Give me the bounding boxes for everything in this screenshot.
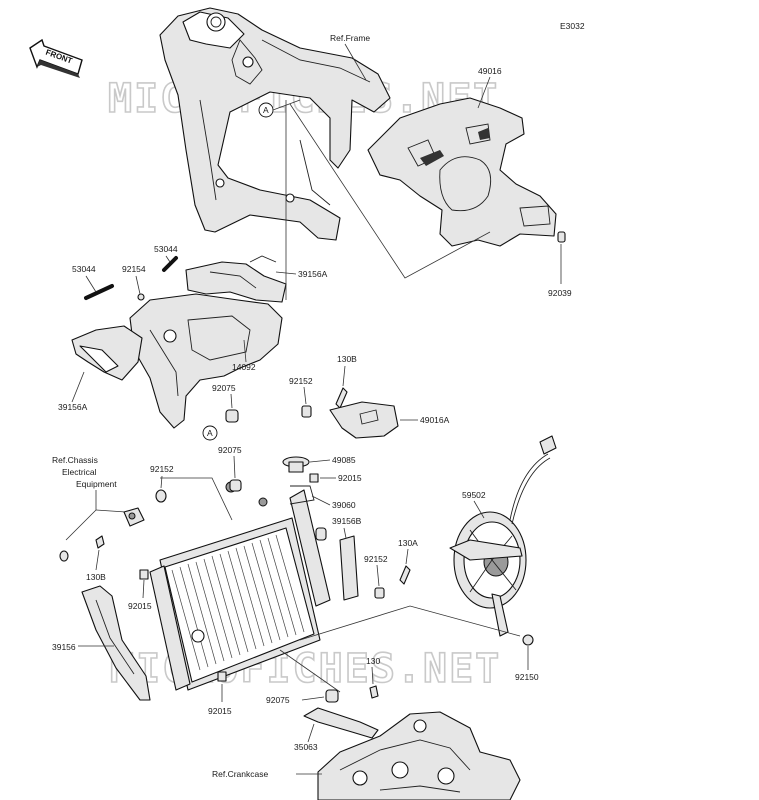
fan-59502 [449, 435, 557, 637]
svg-text:A: A [207, 428, 213, 438]
label-39156A-top: 39156A [298, 269, 328, 279]
label-49016A: 49016A [420, 415, 450, 425]
label-92152-c: 92152 [364, 554, 388, 564]
cap-49085 [282, 456, 310, 473]
label-ref-chassis-2: Electrical [62, 467, 97, 477]
label-92015-b: 92015 [128, 601, 152, 611]
duct-39156A-left [71, 325, 143, 381]
label-39156B: 39156B [332, 516, 362, 526]
label-ref-frame: Ref.Frame [330, 33, 370, 43]
grommet-53044-left [84, 284, 114, 300]
label-ref-chassis-3: Equipment [76, 479, 117, 489]
label-53044-top: 53044 [154, 244, 178, 254]
bolt-130A [399, 565, 411, 585]
shroud-39156 [81, 585, 151, 701]
damper-92075-b [229, 479, 242, 492]
connector-chassis [123, 507, 145, 527]
label-92015-a: 92015 [338, 473, 362, 483]
label-92152-a: 92152 [289, 376, 313, 386]
frame-part [159, 7, 391, 241]
label-92075-c: 92075 [266, 695, 290, 705]
damper-92075-c [325, 689, 339, 703]
label-49016: 49016 [478, 66, 502, 76]
diagram-code: E3032 [560, 21, 585, 31]
label-130B-left: 130B [86, 572, 106, 582]
radiator [149, 481, 331, 691]
ref-circle-a-top: A [258, 102, 274, 118]
label-53044-left: 53044 [72, 264, 96, 274]
label-130: 130 [366, 656, 380, 666]
label-39060: 39060 [332, 500, 356, 510]
clip-92015-c [217, 671, 227, 682]
collar-92152-b [155, 489, 167, 503]
bracket-14092 [129, 293, 283, 429]
label-14092: 14092 [232, 362, 256, 372]
label-35063: 35063 [294, 742, 318, 752]
label-92075-a: 92075 [212, 383, 236, 393]
label-ref-crankcase: Ref.Crankcase [212, 769, 268, 779]
label-130B-top: 130B [337, 354, 357, 364]
label-92075-b: 92075 [218, 445, 242, 455]
bolt-130B-left [95, 535, 105, 549]
crankcase [317, 711, 521, 800]
label-92152-b: 92152 [150, 464, 174, 474]
label-49085: 49085 [332, 455, 356, 465]
hose-39060 [289, 485, 315, 505]
bolt-130B-top [335, 387, 348, 409]
label-92150: 92150 [515, 672, 539, 682]
label-92154: 92154 [122, 264, 146, 274]
collar-92152-a [301, 405, 312, 418]
label-39156A-left: 39156A [58, 402, 88, 412]
grommet-53044-top [162, 256, 178, 272]
damper-92075-a [225, 409, 239, 423]
nut-92150 [522, 634, 534, 646]
bolt-130 [369, 685, 379, 699]
svg-text:A: A [263, 105, 269, 115]
front-arrow-icon: FRONT [29, 38, 83, 78]
collar-92152-c [374, 587, 385, 599]
label-130A: 130A [398, 538, 418, 548]
clip-92015-a [309, 473, 319, 483]
label-59502: 59502 [462, 490, 486, 500]
shield-49016A [329, 401, 399, 439]
ref-circle-a-mid: A [202, 425, 218, 441]
label-92015-c: 92015 [208, 706, 232, 716]
grommet-chassis [59, 550, 69, 562]
duct-39156A-upper [185, 255, 287, 303]
label-ref-chassis-1: Ref.Chassis [52, 455, 98, 465]
clip-92154 [137, 293, 145, 301]
label-92039: 92039 [548, 288, 572, 298]
stay-35063 [303, 707, 379, 739]
clip-92015-b [139, 569, 149, 580]
heat-shield-49016 [367, 97, 557, 247]
guard-39156B [339, 535, 359, 601]
bolt-92039 [557, 231, 566, 243]
grommet-mid [315, 527, 327, 541]
label-39156: 39156 [52, 642, 76, 652]
